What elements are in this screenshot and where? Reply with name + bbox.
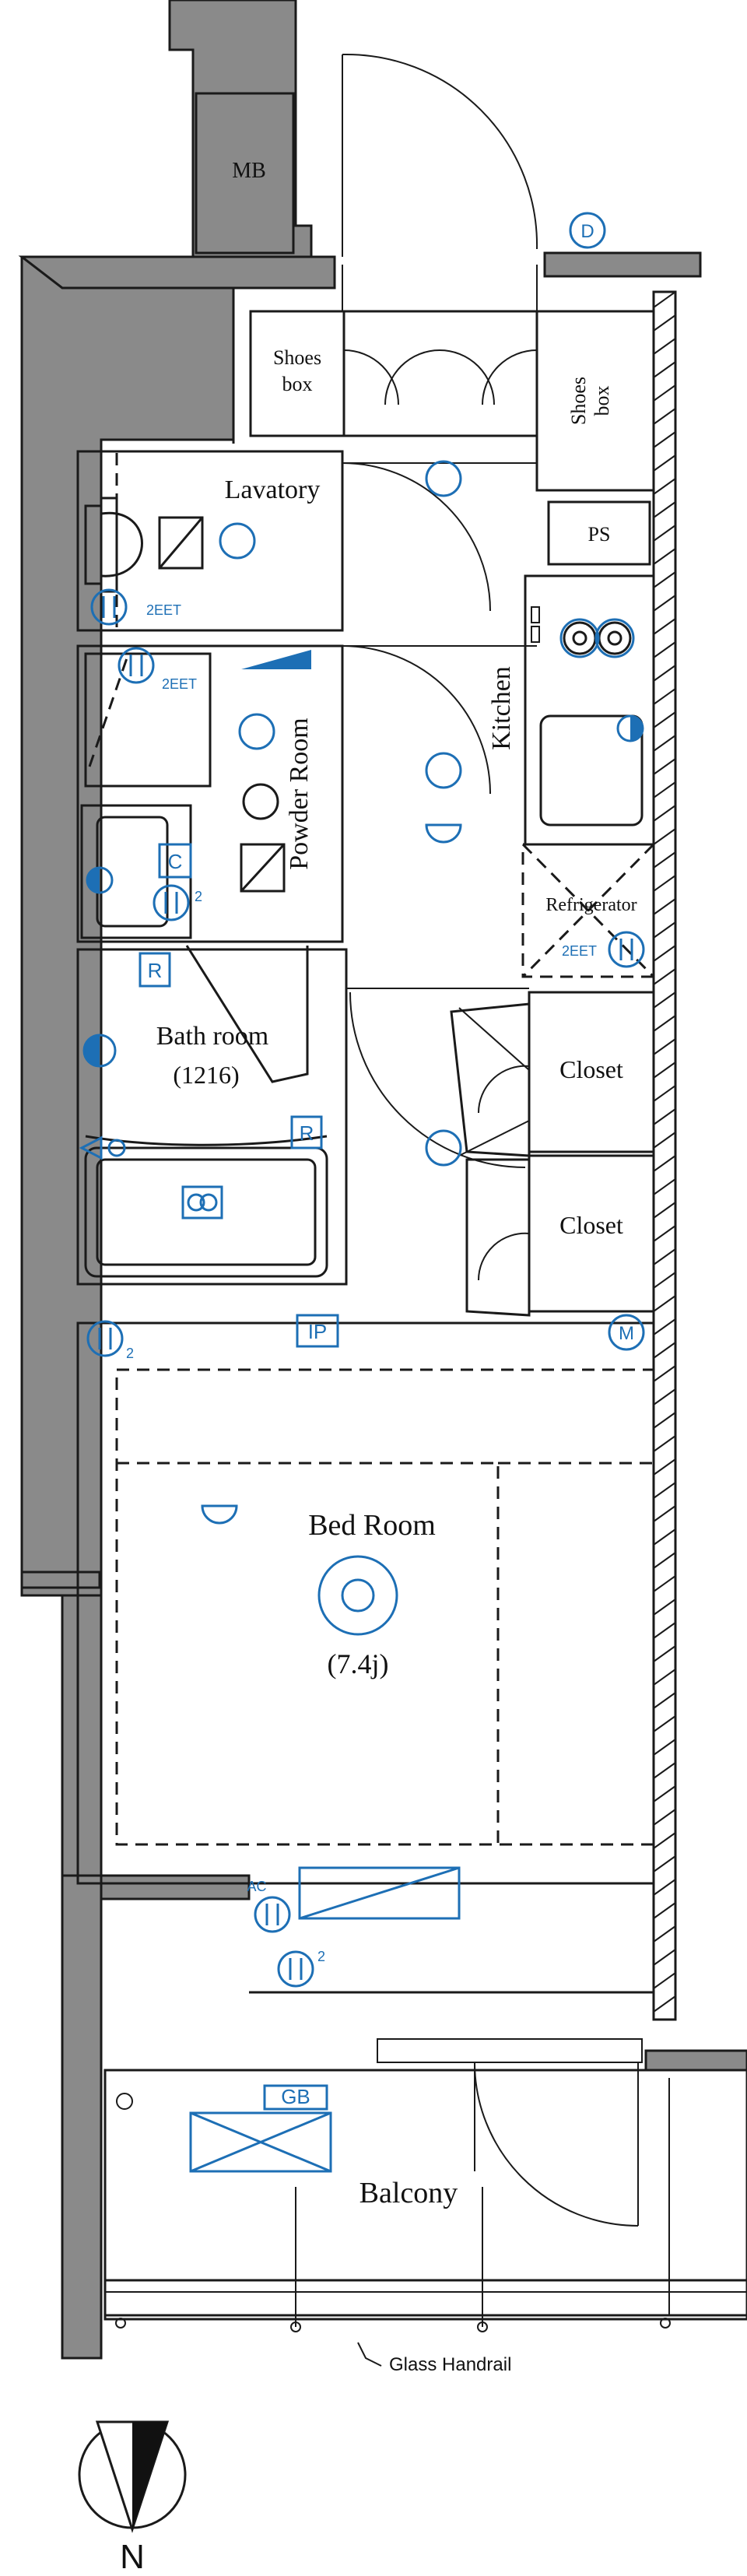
kitchen-label: Kitchen: [487, 666, 516, 750]
mb-label: MB: [232, 159, 266, 183]
powder-room-label: Powder Room: [285, 718, 314, 870]
shoes-box-left-label: Shoes: [273, 346, 321, 369]
symbol-d: D: [580, 221, 594, 242]
bath-size-label: (1216): [173, 1061, 239, 1089]
symbol-labels: D M IP R R C GB AC 2EET 2EET 2EET 2 2 2: [126, 221, 634, 2108]
symbol-eet-2: 2EET: [162, 676, 197, 692]
electrical-symbols: [79, 212, 645, 2111]
symbol-eet-1: 2EET: [146, 602, 181, 618]
bath-room-label: Bath room: [156, 1022, 268, 1051]
ps-label: PS: [588, 523, 611, 546]
lavatory-label: Lavatory: [225, 476, 321, 504]
bed-room-label: Bed Room: [308, 1509, 436, 1542]
symbol-sub2-b: 2: [126, 1346, 134, 1361]
shoes-box-right-label: Shoes: [567, 377, 590, 425]
symbol-sub2-c: 2: [317, 1949, 325, 1964]
symbol-ip: IP: [308, 1320, 328, 1343]
symbol-ac: AC: [247, 1879, 266, 1894]
outlet-lavatory: [90, 588, 128, 626]
north-arrow: N: [78, 2420, 187, 2576]
symbol-m: M: [619, 1323, 634, 1344]
outlet-powder-b: [153, 884, 190, 921]
glass-handrail-label: Glass Handrail: [389, 2354, 511, 2375]
room-labels: MB Shoes box Shoes box Lavatory PS Powde…: [156, 159, 637, 2375]
north-label: N: [120, 2538, 145, 2576]
closet-label-1: Closet: [559, 1055, 623, 1083]
walls: [18, 0, 747, 2360]
symbol-gb: GB: [281, 2085, 310, 2108]
outlet-bedroom-top: [86, 1320, 124, 1357]
symbol-eet-3: 2EET: [562, 943, 597, 959]
closet-label-2: Closet: [559, 1211, 623, 1239]
outlet-bedroom-bottom: [277, 1950, 314, 1988]
shoes-box-left-label-2: box: [282, 373, 313, 395]
symbol-r1: R: [148, 959, 163, 982]
symbol-c: C: [168, 850, 183, 873]
refrigerator-label: Refrigerator: [545, 895, 637, 915]
interior-lines: [76, 53, 747, 2367]
symbol-sub2-a: 2: [195, 889, 202, 904]
outlet-powder-a: [117, 647, 155, 684]
outlet-refrigerator: [608, 931, 645, 968]
symbol-r2: R: [300, 1121, 314, 1145]
shoes-box-right-label-2: box: [591, 386, 613, 416]
bed-size-label: (7.4j): [328, 1648, 389, 1679]
outlet-ac: [254, 1896, 291, 1933]
balcony-label: Balcony: [359, 2177, 458, 2209]
